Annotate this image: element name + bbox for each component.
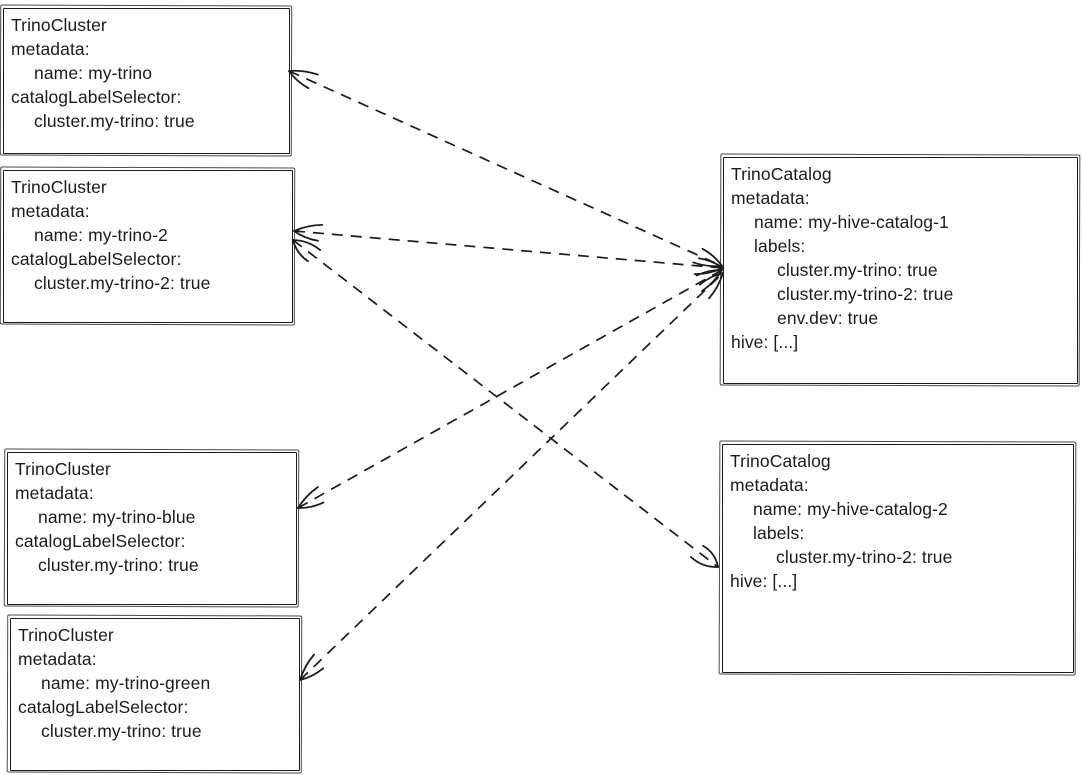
yaml-line: name: my-trino: [34, 63, 153, 83]
yaml-line: catalogLabelSelector:: [18, 697, 189, 717]
arrowhead-icon: [288, 69, 319, 76]
arrowhead-icon: [297, 501, 325, 509]
arrowhead-icon: [692, 261, 723, 268]
yaml-line: labels:: [754, 236, 806, 256]
node-trinocluster-my-trino-green: TrinoCluster metadata: name: my-trino-gree…: [10, 618, 300, 771]
arrowhead-icon: [698, 272, 724, 286]
edge-my-trino-to-my-hive-catalog-1: [288, 69, 723, 268]
yaml-line: catalogLabelSelector:: [15, 531, 186, 551]
yaml-line: cluster.my-trino: true: [41, 721, 202, 741]
yaml-line: name: my-hive-catalog-1: [754, 212, 949, 232]
dashed-connector-line: [297, 269, 723, 509]
yaml-line: cluster.my-trino: true: [38, 555, 199, 575]
arrowhead-icon: [292, 239, 309, 263]
arrowhead-icon: [297, 486, 319, 509]
yaml-line: hive: [...]: [730, 571, 798, 591]
arrowhead-icon: [701, 269, 723, 292]
arrowhead-icon: [293, 223, 324, 232]
node-trinocluster-my-trino-2: TrinoCluster metadata: name: my-trino-2 cat…: [3, 170, 293, 323]
arrowhead-icon: [288, 70, 310, 90]
arrowhead-icon: [689, 555, 719, 568]
yaml-line: name: my-trino-2: [34, 225, 168, 245]
yaml-line: cluster.my-trino-2: true: [776, 547, 953, 567]
arrowhead-icon: [293, 230, 319, 242]
yaml-line: metadata:: [730, 475, 809, 495]
node-trinocatalog-my-hive-catalog-1: TrinoCatalog metadata: name: my-hive-catal…: [723, 157, 1078, 384]
node-kind-label: TrinoCluster: [11, 177, 107, 197]
yaml-line: name: my-trino-green: [41, 673, 211, 693]
yaml-line: metadata:: [11, 39, 90, 59]
dashed-connector-line: [292, 239, 719, 568]
arrowhead-icon: [702, 544, 719, 568]
arrowhead-icon: [708, 272, 724, 300]
dashed-connector-line: [293, 230, 724, 269]
dashed-connector-line: [288, 70, 723, 267]
yaml-line: metadata:: [731, 188, 810, 208]
yaml-line: metadata:: [11, 201, 90, 221]
arrowhead-icon: [695, 269, 723, 277]
yaml-line: name: my-hive-catalog-2: [753, 499, 948, 519]
node-kind-label: TrinoCluster: [18, 625, 114, 645]
yaml-line: metadata:: [18, 649, 97, 669]
node-kind-label: TrinoCluster: [15, 459, 111, 479]
arrowhead-icon: [299, 653, 315, 681]
node-kind-label: TrinoCatalog: [731, 164, 832, 184]
edge-my-trino-green-to-my-hive-catalog-1: [299, 272, 724, 681]
yaml-line: cluster.my-trino: true: [777, 260, 938, 280]
node-trinocatalog-my-hive-catalog-2: TrinoCatalog metadata: name: my-hive-catal…: [722, 444, 1074, 673]
yaml-line: env.dev: true: [777, 308, 879, 328]
yaml-line: catalogLabelSelector:: [11, 87, 182, 107]
arrowhead-icon: [698, 257, 724, 269]
node-trinocluster-my-trino: TrinoCluster metadata: name: my-trino catal…: [3, 8, 290, 154]
yaml-line: metadata:: [15, 483, 94, 503]
arrowhead-icon: [299, 667, 325, 681]
yaml-line: name: my-trino-blue: [38, 507, 196, 527]
edge-my-trino-2-to-my-hive-catalog-2: [292, 239, 719, 568]
arrowhead-icon: [292, 239, 322, 252]
node-kind-label: TrinoCatalog: [730, 451, 831, 471]
dashed-connector-line: [299, 272, 724, 681]
edge-my-trino-2-to-my-hive-catalog-1: [293, 223, 724, 276]
yaml-line: labels:: [753, 523, 805, 543]
yaml-line: hive: [...]: [731, 332, 799, 352]
yaml-line: catalogLabelSelector:: [11, 249, 182, 269]
yaml-line: cluster.my-trino: true: [34, 111, 195, 131]
arrowhead-icon: [701, 247, 723, 267]
node-kind-label: TrinoCluster: [11, 15, 107, 35]
edge-my-trino-blue-to-my-hive-catalog-1: [297, 269, 723, 509]
yaml-line: cluster.my-trino-2: true: [777, 284, 954, 304]
node-trinocluster-my-trino-blue: TrinoCluster metadata: name: my-trino-blue…: [7, 452, 297, 605]
yaml-line: cluster.my-trino-2: true: [34, 273, 211, 293]
arrowhead-icon: [693, 267, 724, 276]
